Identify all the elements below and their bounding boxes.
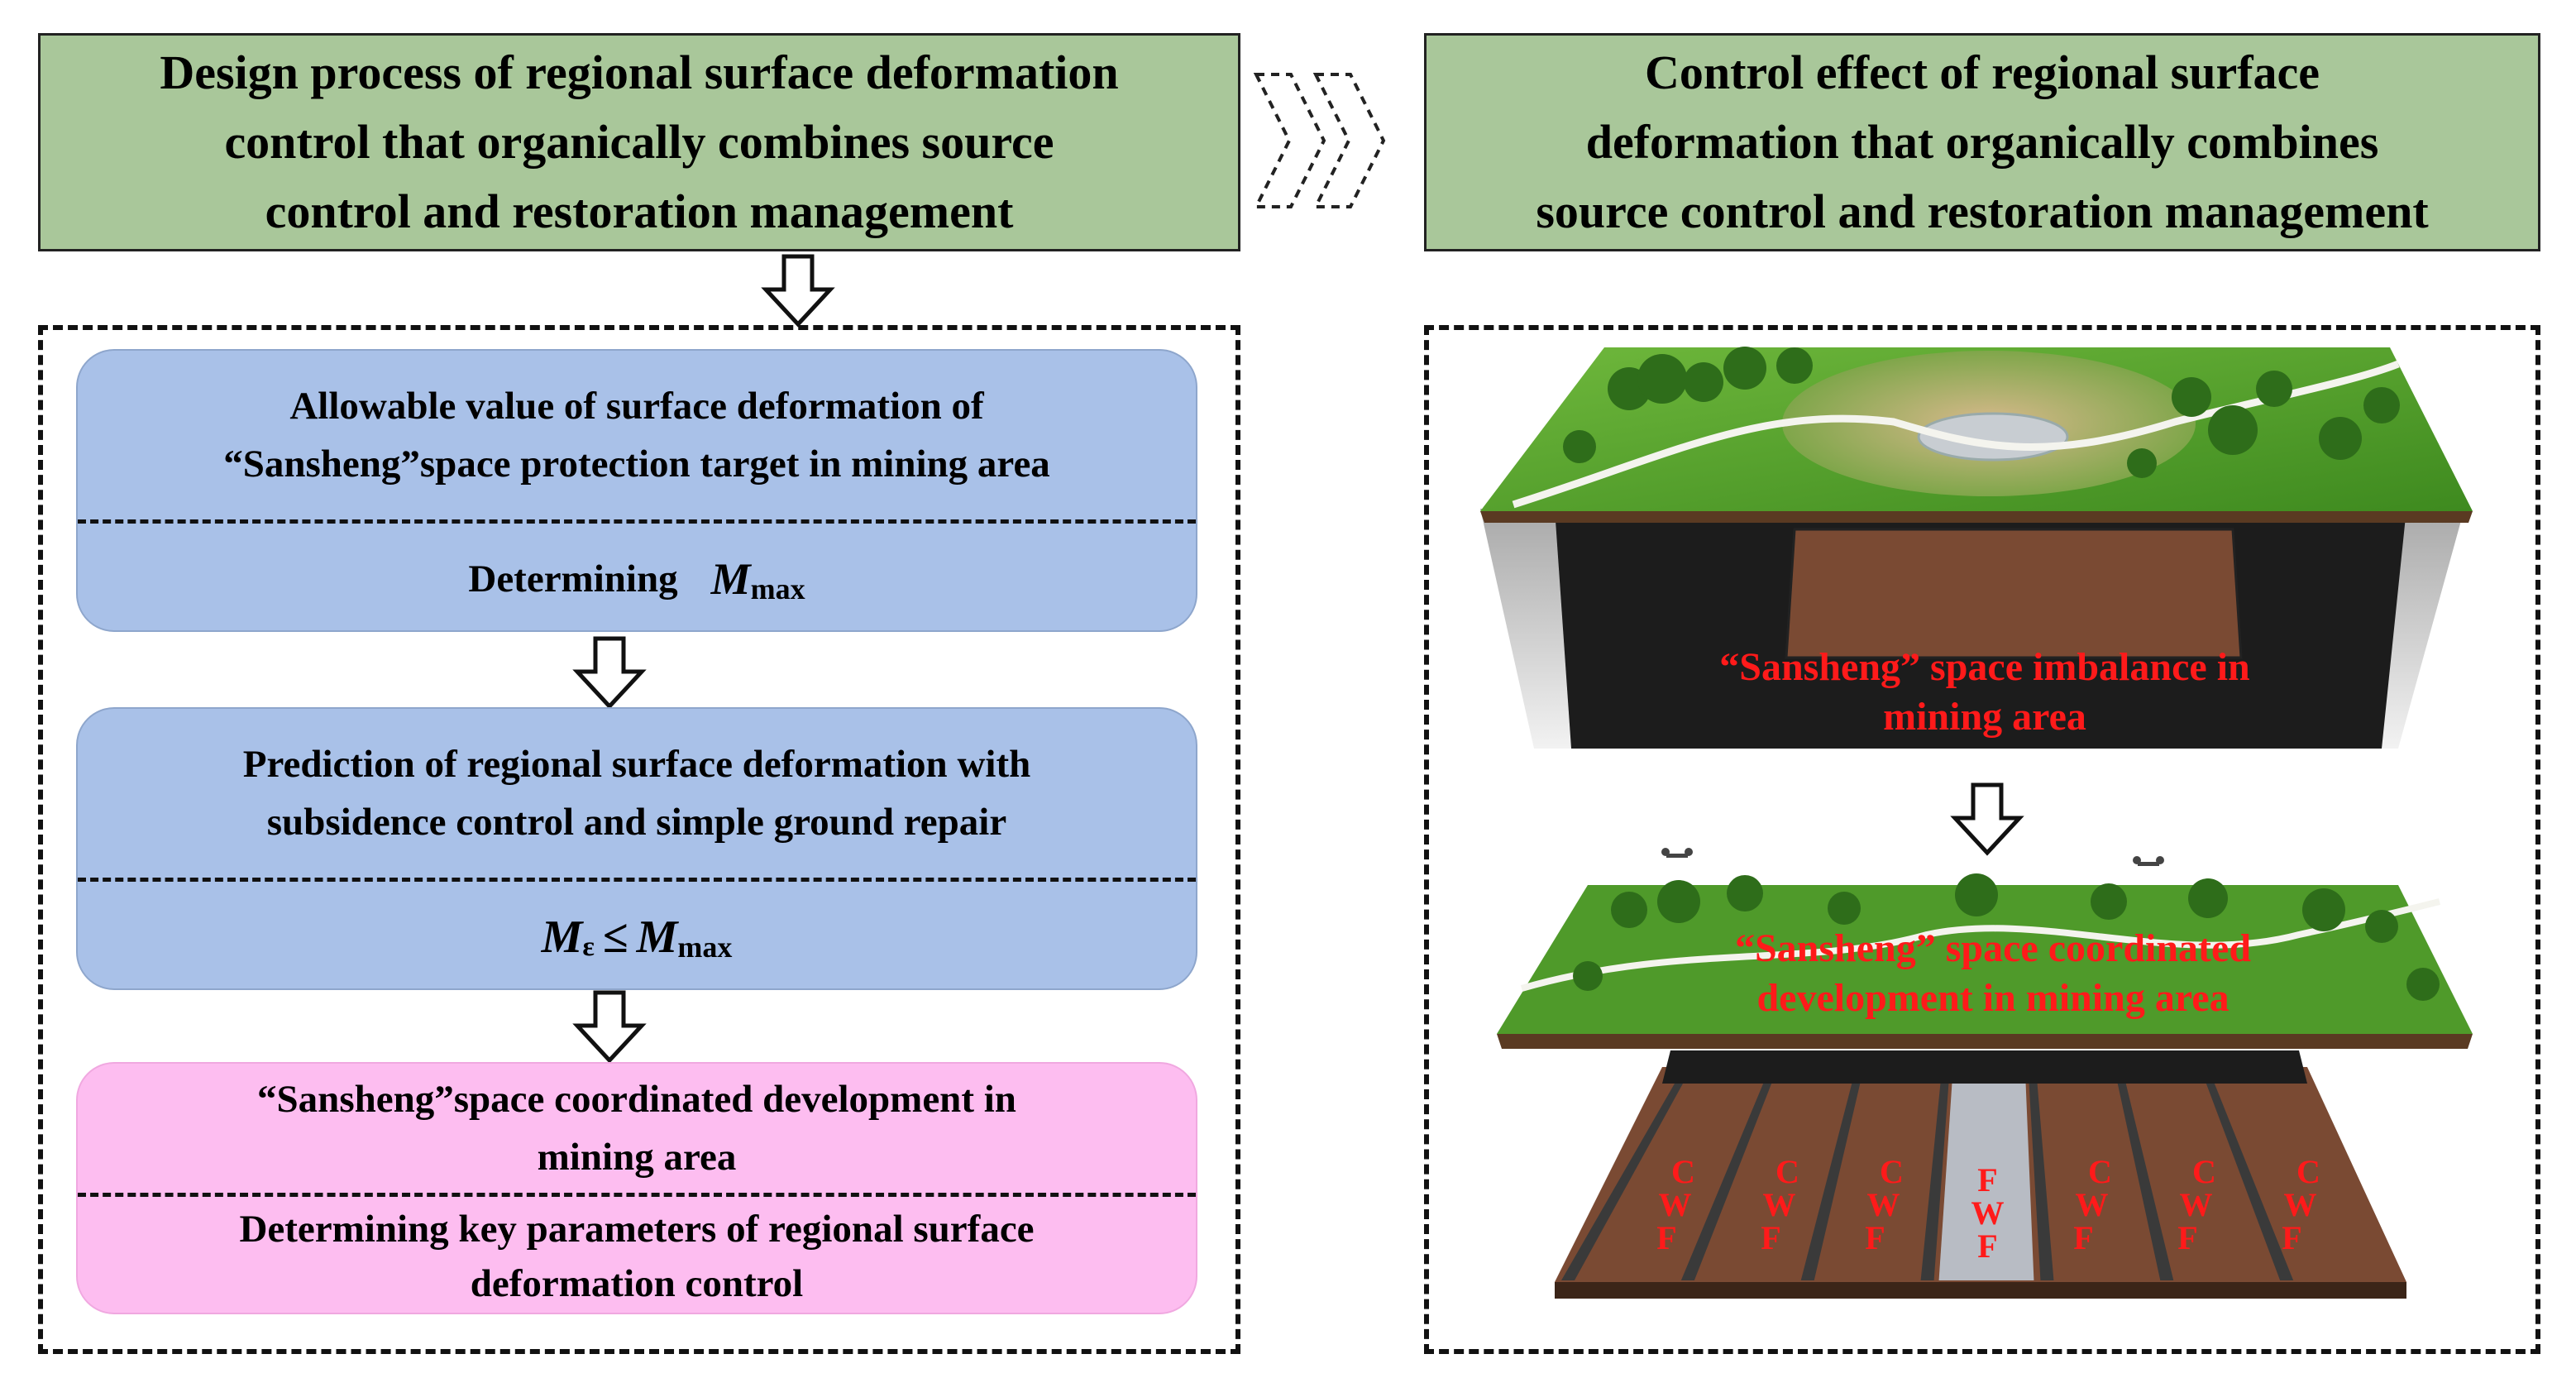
strip-label: W bbox=[1659, 1186, 1692, 1223]
coordinated-label-line-1: “Sansheng” space coordinated bbox=[1735, 926, 2251, 970]
scene-imbalance: “Sansheng” space imbalance in mining are… bbox=[1480, 347, 2473, 749]
strip-label: C bbox=[1880, 1153, 1904, 1190]
right-effect-frame bbox=[1424, 325, 2540, 1354]
m-max-sub-2: max bbox=[677, 930, 733, 964]
strip-label: F bbox=[2177, 1219, 2197, 1256]
m-max-var: M bbox=[710, 553, 751, 604]
strip-label: C bbox=[1775, 1153, 1799, 1190]
left-header: Design process of regional surface defor… bbox=[38, 33, 1240, 251]
strip-label: W bbox=[2076, 1186, 2109, 1223]
soil-front-edge bbox=[1555, 1282, 2406, 1299]
strip-label: F bbox=[1865, 1219, 1885, 1256]
strip-label: F bbox=[1761, 1219, 1780, 1256]
down-arrow-icon bbox=[761, 254, 835, 328]
step2-line-2: subsidence control and simple ground rep… bbox=[266, 801, 1007, 844]
step3-text: “Sansheng”space coordinated development … bbox=[78, 1064, 1196, 1193]
trees bbox=[1563, 347, 2400, 478]
step1-text: Allowable value of surface deformation o… bbox=[78, 351, 1196, 519]
imbalance-label-line-2: mining area bbox=[1883, 695, 2086, 739]
strip-label: W bbox=[1867, 1186, 1900, 1223]
strip-label: W bbox=[2284, 1186, 2317, 1223]
right-header: Control effect of regional surface defor… bbox=[1424, 33, 2540, 251]
step3-divider bbox=[78, 1193, 1196, 1197]
pillar-rail bbox=[1680, 1084, 1772, 1280]
road bbox=[1520, 898, 2440, 992]
pillar-rail bbox=[1561, 1084, 1683, 1280]
step1-divider bbox=[78, 519, 1196, 524]
pillar-rail bbox=[2029, 1084, 2054, 1280]
goaf-area bbox=[1785, 528, 2243, 659]
pillar-rail bbox=[2117, 1084, 2174, 1280]
drone-icon bbox=[2133, 856, 2164, 866]
left-process-frame bbox=[38, 325, 1240, 1354]
m-epsilon-sub: ε bbox=[582, 931, 595, 962]
right-header-line-2: deformation that organically combines bbox=[1585, 115, 2379, 169]
strip-label: W bbox=[2180, 1186, 2213, 1223]
dark-band bbox=[1662, 1050, 2307, 1084]
step3-bottom-line-2: deformation control bbox=[470, 1262, 804, 1305]
filling-strip bbox=[1938, 1084, 2034, 1280]
drone-icon bbox=[1661, 848, 1693, 858]
chevron-arrows-icon bbox=[1253, 73, 1386, 208]
left-header-line-3: control and restoration management bbox=[265, 184, 1014, 238]
trees bbox=[1573, 873, 2440, 1001]
m-max-var-2: M bbox=[636, 911, 678, 963]
pillar-rail bbox=[1800, 1084, 1861, 1280]
step2-card: Prediction of regional surface deformati… bbox=[76, 707, 1197, 990]
strip-label: F bbox=[2282, 1219, 2301, 1256]
step3-line-2: mining area bbox=[537, 1136, 737, 1179]
m-epsilon-var: M bbox=[541, 911, 583, 963]
step2-text: Prediction of regional surface deformati… bbox=[78, 709, 1196, 878]
strip-label: W bbox=[1763, 1186, 1796, 1223]
step2-line-1: Prediction of regional surface deformati… bbox=[242, 743, 1031, 786]
right-header-line-1: Control effect of regional surface bbox=[1644, 45, 2320, 99]
strip-label: C bbox=[1671, 1153, 1695, 1190]
left-header-line-2: control that organically combines source bbox=[224, 115, 1054, 169]
step1-line-1: Allowable value of surface deformation o… bbox=[289, 385, 984, 428]
pillar-rail bbox=[1920, 1084, 1949, 1280]
pillar-rail bbox=[2206, 1084, 2294, 1280]
strip-label: F bbox=[2073, 1219, 2093, 1256]
step3-line-1: “Sansheng”space coordinated development … bbox=[257, 1078, 1016, 1121]
step3-card: “Sansheng”space coordinated development … bbox=[76, 1062, 1197, 1314]
step3-bottom-text: Determining key parameters of regional s… bbox=[78, 1197, 1196, 1313]
left-header-line-1: Design process of regional surface defor… bbox=[160, 45, 1119, 99]
step1-formula-label: Determining bbox=[468, 557, 678, 600]
coordinated-label-line-2: development in mining area bbox=[1756, 976, 2229, 1020]
ground-surface bbox=[1497, 885, 2473, 1034]
step1-line-2: “Sansheng”space protection target in min… bbox=[223, 443, 1050, 486]
step2-divider bbox=[78, 878, 1196, 882]
down-arrow-icon bbox=[572, 990, 647, 1064]
ground-edge bbox=[1480, 511, 2473, 523]
ground-edge bbox=[1497, 1034, 2473, 1049]
strip-label: F bbox=[1656, 1219, 1676, 1256]
strip-label: C bbox=[2088, 1153, 2112, 1190]
strip-label: C bbox=[2296, 1153, 2320, 1190]
down-arrow-icon bbox=[572, 636, 647, 710]
strip-label: C bbox=[2192, 1153, 2216, 1190]
leq-symbol: ≤ bbox=[602, 911, 628, 963]
right-header-line-3: source control and restoration managemen… bbox=[1536, 184, 2429, 238]
down-arrow-icon bbox=[1950, 782, 2024, 856]
m-max-sub: max bbox=[750, 572, 805, 605]
step3-bottom-line-1: Determining key parameters of regional s… bbox=[239, 1208, 1035, 1251]
strip-label: F bbox=[1977, 1161, 1997, 1199]
imbalance-label-line-1: “Sansheng” space imbalance in bbox=[1719, 645, 2249, 689]
step1-card: Allowable value of surface deformation o… bbox=[76, 349, 1197, 632]
strip-label: W bbox=[1971, 1194, 2005, 1232]
strip-label: F bbox=[1977, 1227, 1997, 1265]
